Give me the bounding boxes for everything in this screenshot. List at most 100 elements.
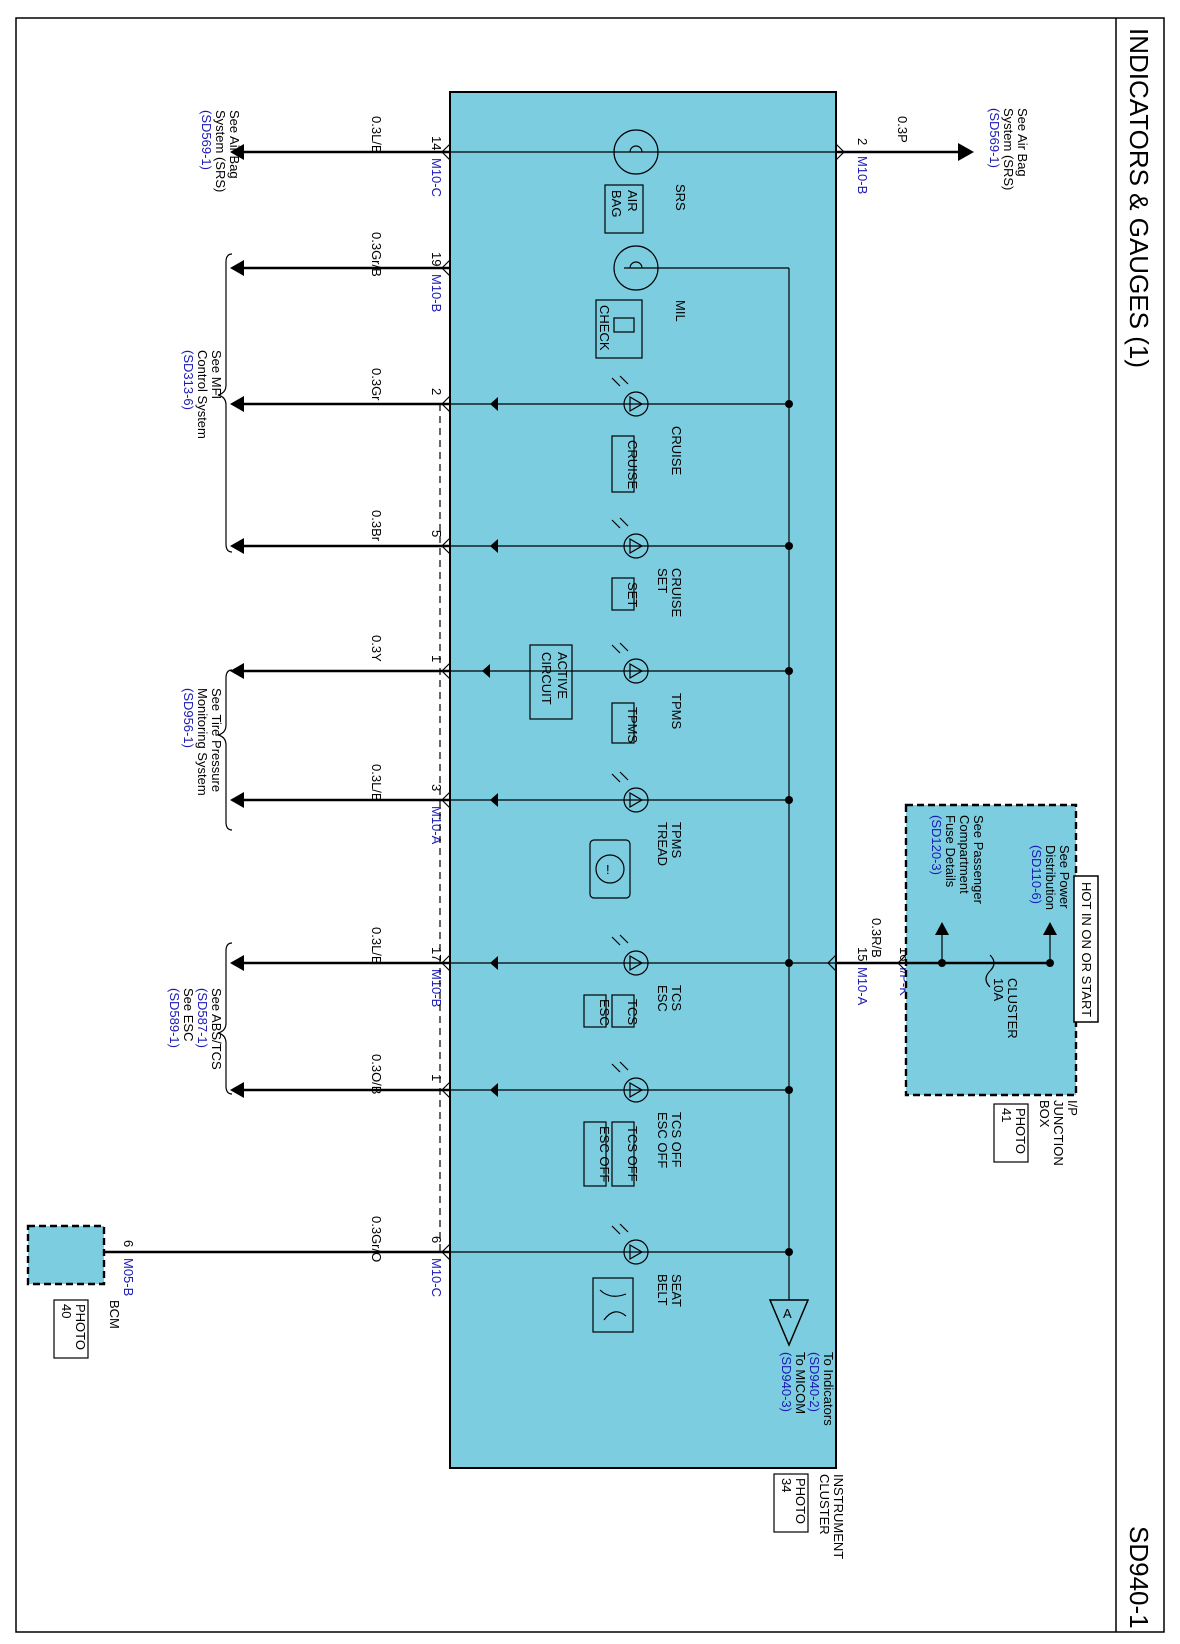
- wire-arrow-6: [230, 955, 244, 971]
- to-micom-ref[interactable]: (SD940-3): [779, 1352, 794, 1412]
- tpms-ref-2: Monitoring System: [195, 688, 210, 796]
- pin-number-7: 1: [429, 1074, 444, 1081]
- led-rays-7: [611, 1061, 629, 1073]
- diode-icon-5: [490, 793, 498, 807]
- badge2-box-6: [583, 994, 607, 1028]
- airbag-line1: AIR: [625, 190, 640, 212]
- airbag-line2: BAG: [609, 190, 624, 217]
- pin-number-5: 3: [429, 784, 444, 791]
- wire-arrow-3: [230, 538, 244, 554]
- mil-filament-icon: [629, 261, 643, 269]
- pin-mark-7: [441, 1081, 451, 1099]
- tire-exclamation: !: [606, 862, 610, 877]
- seat-belt-icon: [592, 1277, 634, 1333]
- abs-ref-2: See ESC: [181, 988, 196, 1041]
- srs-in-ref-1: See Air Bag: [1015, 108, 1030, 177]
- connector-0: M10-C: [429, 158, 444, 197]
- page-border: [15, 17, 1165, 1633]
- wire-label-2: 0.3Gr: [369, 368, 384, 401]
- mfi-ref-code[interactable]: (SD313-6): [181, 350, 196, 410]
- indicator-name-5: TPMS: [669, 822, 684, 858]
- to-indicators-ref[interactable]: (SD940-2): [807, 1352, 822, 1412]
- led-rays-5: [611, 771, 629, 783]
- indicator-name-6: TCS: [669, 985, 684, 1011]
- fuse-ref-1: See Passenger: [971, 815, 986, 905]
- cluster-photo-box: [773, 1473, 809, 1533]
- mil-lamp-icon: [613, 245, 659, 291]
- led-rays-6: [611, 934, 629, 946]
- bcm-photo-box: [53, 1299, 89, 1359]
- indicator-name2-7: ESC OFF: [655, 1112, 670, 1168]
- led-triangle-8: [629, 1243, 644, 1261]
- page-code: SD940-1: [1124, 1526, 1154, 1629]
- bus-node-6: [785, 959, 793, 967]
- led-triangle-2: [629, 395, 644, 413]
- page-title: INDICATORS & GAUGES (1): [1124, 28, 1154, 368]
- indicator-name2-3: SET: [655, 568, 670, 593]
- abs-ref-code-2[interactable]: (SD589-1): [167, 988, 182, 1048]
- tpms-ref-code[interactable]: (SD956-1): [181, 688, 196, 748]
- indicator-name-3: CRUISE: [669, 568, 684, 617]
- pin-mark-1: [441, 259, 451, 277]
- airbag-ref-code[interactable]: (SD569-1): [199, 110, 214, 170]
- diode-icon-3: [490, 539, 498, 553]
- indicator-name-2: CRUISE: [669, 426, 684, 475]
- mil-name: MIL: [673, 300, 688, 322]
- led-icon-2: [623, 391, 649, 417]
- pin-number-2: 2: [429, 388, 444, 395]
- wire-arrow-4: [230, 663, 244, 679]
- bus-node-2: [785, 400, 793, 408]
- srs-in-ref-code[interactable]: (SD569-1): [987, 108, 1002, 168]
- jb-pin-mark: [897, 954, 907, 972]
- led-icon-7: [623, 1077, 649, 1103]
- power-ref-code[interactable]: (SD110-6): [1029, 845, 1044, 904]
- jb-arrow-2: [1043, 922, 1057, 935]
- led-rays-3: [611, 517, 629, 529]
- mfi-ref-1: See MFI: [209, 350, 224, 399]
- cluster-name-2: CLUSTER: [817, 1474, 832, 1535]
- connector-1: M10-B: [429, 274, 444, 312]
- connector-a-icon: [768, 1299, 810, 1347]
- mil-check-badge: [595, 299, 643, 359]
- cluster-photo-1: PHOTO: [793, 1478, 808, 1524]
- pin-number-1: 19: [429, 252, 444, 266]
- bus-node-5: [785, 796, 793, 804]
- power-pin: 15: [855, 947, 870, 961]
- wire-label-1: 0.3Gr/B: [369, 232, 384, 277]
- bus-node-4: [785, 667, 793, 675]
- wire-label-0: 0.3L/B: [369, 116, 384, 154]
- wire-label-7: 0.3O/B: [369, 1054, 384, 1094]
- jb-photo-box: [993, 1103, 1029, 1163]
- tpms-ref-1: See Tire Pressure: [209, 688, 224, 792]
- badge-text-6: TCS: [625, 999, 640, 1025]
- connector-a-label: A: [783, 1306, 792, 1321]
- led-triangle-3: [629, 537, 644, 555]
- srs-name: SRS: [673, 184, 688, 211]
- to-micom: To MICOM: [793, 1352, 808, 1414]
- pin-mark-4: [441, 662, 451, 680]
- srs-in-wire-label: 0.3P: [895, 116, 910, 143]
- tpms-tread-icon: [589, 839, 631, 899]
- airbag-ref-1: See Air Bag: [227, 110, 242, 179]
- srs-in-pin: 2: [855, 138, 870, 145]
- led-triangle-4: [629, 662, 644, 680]
- pin-number-4: 1: [429, 655, 444, 662]
- indicator-name2-8: BELT: [655, 1274, 670, 1306]
- wire-label-8: 0.3Gr/O: [369, 1216, 384, 1262]
- fuse-ref-code[interactable]: (SD120-3): [929, 815, 944, 875]
- wire-arrow-1: [230, 260, 244, 276]
- connector-6: M10-B: [429, 969, 444, 1007]
- wire-arrow-5: [230, 792, 244, 808]
- srs-filament-icon: [629, 145, 643, 153]
- badge-text-4: TPMS: [625, 707, 640, 743]
- abs-ref-1: See ABS/TCS: [209, 988, 224, 1070]
- power-pin-mark: [827, 954, 837, 972]
- diode-icon-2: [490, 397, 498, 411]
- badge-box-7: [611, 1121, 635, 1187]
- pin-number-8: 6: [429, 1236, 444, 1243]
- abs-ref-code-1[interactable]: (SD587-1): [195, 988, 210, 1048]
- cluster-name-1: INSTRUMENT: [831, 1474, 846, 1559]
- wire-arrow-2: [230, 396, 244, 412]
- bcm-photo-2: 40: [59, 1304, 74, 1318]
